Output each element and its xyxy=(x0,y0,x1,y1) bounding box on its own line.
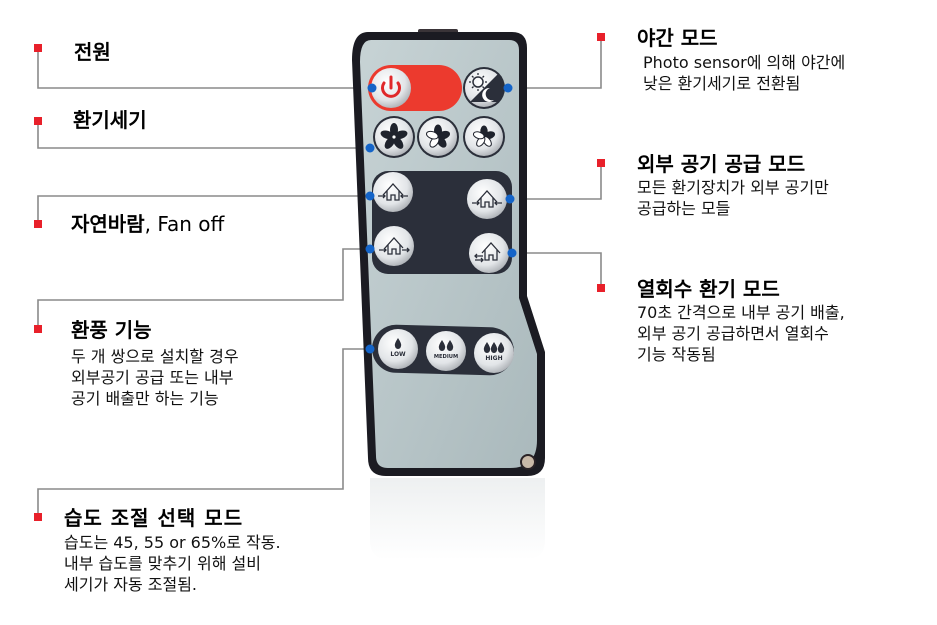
humidity-low-label: LOW xyxy=(390,351,406,358)
marker-heat-recovery xyxy=(597,284,605,292)
callout-night-mode: 야간 모드 Photo sensor에 의해 야간에 낮은 환기세기로 전환됨 xyxy=(637,26,845,94)
marker-supply-mode xyxy=(597,159,605,167)
heat-recovery-button[interactable] xyxy=(469,233,509,273)
callout-desc-line: 공기 배출만 하는 기능 xyxy=(71,389,219,408)
svg-text:HIGH: HIGH xyxy=(485,355,502,362)
callout-humidity: 습도 조절 선택 모드 습도는 45, 55 or 65%로 작동. 내부 습도… xyxy=(64,506,281,595)
callout-heat-recovery: 열회수 환기 모드 70초 간격으로 내부 공기 배출, 외부 공기 공급하면서… xyxy=(637,277,845,365)
fan-high-button-graphic xyxy=(373,116,415,158)
callout-desc-line: 공급하는 모들 xyxy=(637,199,731,218)
callout-desc-line: 기능 작동됨 xyxy=(637,345,716,364)
fan-high-button[interactable] xyxy=(375,118,413,156)
supply-mode-button[interactable] xyxy=(467,179,507,219)
connector-natural-wind xyxy=(37,195,370,220)
natural-wind-button[interactable] xyxy=(373,172,413,212)
power-button[interactable] xyxy=(371,68,411,108)
connector-heat-recovery xyxy=(512,252,602,288)
fan-low-button[interactable] xyxy=(465,118,503,156)
callout-title-main: 자연바람 xyxy=(71,212,145,236)
callout-desc-line: 습도는 45, 55 or 65%로 작동. xyxy=(64,533,281,552)
callout-title: 환풍 기능 xyxy=(71,318,152,342)
callout-power: 전원 xyxy=(74,40,111,64)
callout-natural-wind: 자연바람, Fan off xyxy=(71,212,224,236)
connector-fan-speed xyxy=(37,123,370,149)
callout-desc-line: 70초 간격으로 내부 공기 배출, xyxy=(637,303,845,322)
callout-desc-line: 외부 공기 공급하면서 열회수 xyxy=(637,324,829,343)
remote-reflection xyxy=(370,478,545,560)
connector-humidity xyxy=(37,348,370,516)
callout-title: 습도 조절 선택 모드 xyxy=(64,506,244,530)
callout-ventilation: 환풍 기능 두 개 쌍으로 설치할 경우 외부공기 공급 또는 내부 공기 배출… xyxy=(71,318,239,409)
connector-night xyxy=(508,40,602,89)
callout-desc-line: 외부공기 공급 또는 내부 xyxy=(71,368,234,387)
callout-desc-line: 세기가 자동 조절됨. xyxy=(64,575,198,594)
callout-desc-line: Photo sensor에 의해 야간에 xyxy=(643,53,846,72)
connector-power xyxy=(37,48,372,89)
callout-desc-line: 내부 습도를 맞추기 위해 설비 xyxy=(64,554,261,573)
marker-fan-speed xyxy=(34,117,42,125)
callout-desc-line: 모든 환기장치가 외부 공기만 xyxy=(637,178,829,197)
svg-text:MEDIUM: MEDIUM xyxy=(434,354,458,360)
fan-low-button-graphic xyxy=(463,116,505,158)
marker-night-mode xyxy=(597,33,605,41)
marker-natural-wind xyxy=(34,220,42,228)
marker-power xyxy=(34,44,42,52)
callout-title: 열회수 환기 모드 xyxy=(637,277,780,301)
callout-title: 자연바람, Fan off xyxy=(71,212,224,236)
callout-desc-line: 두 개 쌍으로 설치할 경우 xyxy=(71,347,239,366)
marker-humidity xyxy=(34,513,42,521)
humidity-medium-button[interactable] xyxy=(426,331,466,371)
ventilation-button[interactable] xyxy=(374,226,414,266)
callout-title: 야간 모드 xyxy=(637,26,718,50)
fan-mid-button-graphic xyxy=(417,116,459,158)
house-buttons-graphic xyxy=(373,172,509,273)
connector-dots xyxy=(365,83,517,354)
humidity-low-button[interactable] xyxy=(378,329,418,369)
callout-title: 전원 xyxy=(74,40,111,64)
night-mode-button[interactable] xyxy=(464,68,504,108)
connector-ventilation xyxy=(37,248,370,328)
night-mode-button-graphic xyxy=(463,67,505,109)
fan-mid-button[interactable] xyxy=(419,118,457,156)
callout-fan-speed: 환기세기 xyxy=(73,108,147,132)
humidity-high-button[interactable] xyxy=(474,333,514,373)
power-button-graphic xyxy=(371,68,411,108)
marker-ventilation xyxy=(34,325,42,333)
callout-title: 환기세기 xyxy=(73,108,147,132)
callout-desc-line: 낮은 환기세기로 전환됨 xyxy=(643,74,801,93)
callout-title-suffix: , Fan off xyxy=(144,212,225,236)
callout-supply-mode: 외부 공기 공급 모드 모든 환기장치가 외부 공기만 공급하는 모들 xyxy=(637,152,829,219)
connector-supply xyxy=(510,166,602,200)
humidity-buttons-graphic: LOW MEDIUM HIGH xyxy=(378,329,514,373)
callout-title: 외부 공기 공급 모드 xyxy=(637,152,806,176)
